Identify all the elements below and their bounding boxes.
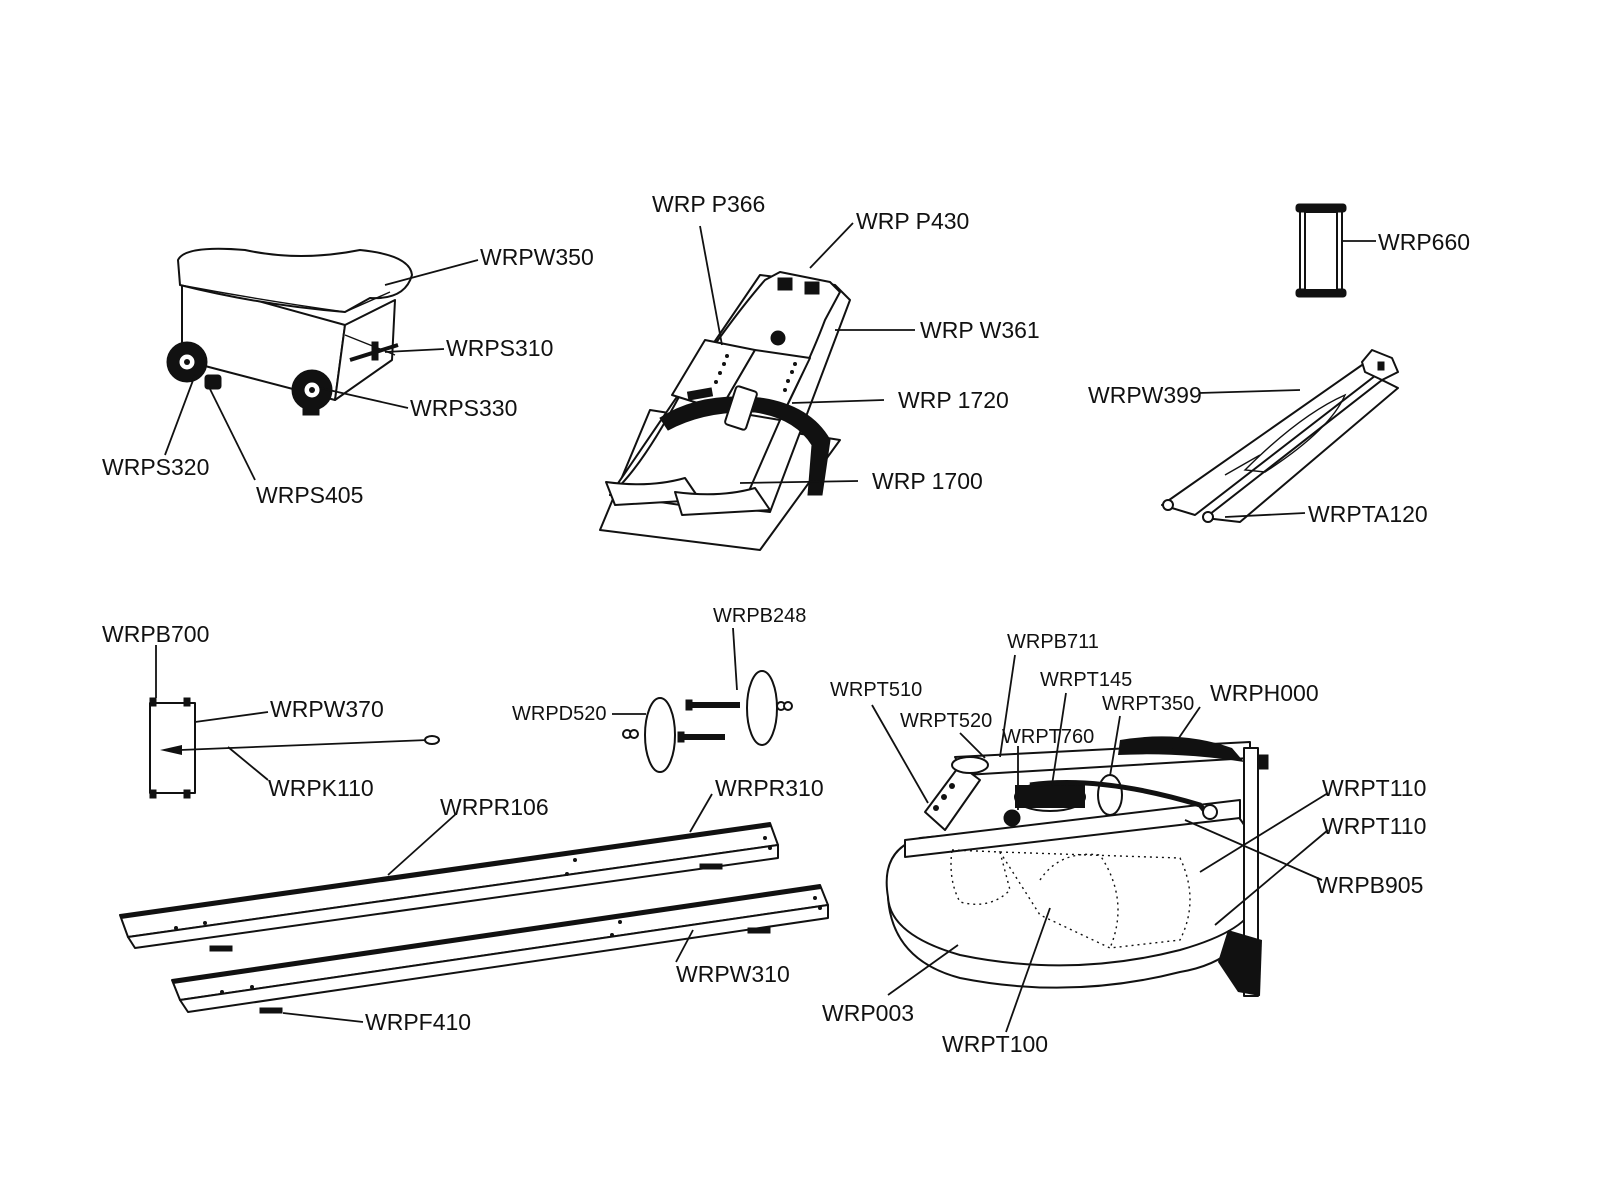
label-wrp-w361: WRP W361 (920, 317, 1040, 343)
wheels-assembly (622, 670, 793, 773)
label-wrp003: WRP003 (822, 1000, 914, 1026)
rails-assembly (119, 822, 829, 1014)
label-wrpd520: WRPD520 (512, 703, 606, 725)
label-wrp660: WRP660 (1378, 229, 1470, 255)
label-wrp-1720: WRP 1720 (898, 387, 1009, 413)
label-wrpb700: WRPB700 (102, 621, 209, 647)
label-wrpt100: WRPT100 (942, 1031, 1048, 1057)
label-wrpt350: WRPT350 (1102, 693, 1194, 715)
label-wrpw350: WRPW350 (480, 244, 594, 270)
tank-assembly (885, 736, 1269, 997)
label-wrps310: WRPS310 (446, 335, 553, 361)
label-wrp-p430: WRP P430 (856, 208, 969, 234)
label-wrpb905: WRPB905 (1316, 872, 1423, 898)
label-wrpf410: WRPF410 (365, 1009, 471, 1035)
label-wrp-p366: WRP P366 (652, 191, 765, 217)
label-wrpt145: WRPT145 (1040, 669, 1132, 691)
label-wrpt110-lower: WRPT110 (1322, 813, 1426, 839)
seat-assembly (166, 247, 413, 416)
part-wrp660-shape (1295, 203, 1347, 298)
label-wrpw370: WRPW370 (270, 696, 384, 722)
label-wrpw310: WRPW310 (676, 961, 790, 987)
label-wrps330: WRPS330 (410, 395, 517, 421)
label-wrpt510: WRPT510 (830, 679, 922, 701)
label-wrpk110: WRPK110 (268, 775, 374, 801)
label-wrpt760: WRPT760 (1002, 726, 1094, 748)
label-wrpr106: WRPR106 (440, 794, 549, 820)
part-labels: WRPW350 WRPS310 WRPS330 WRPS320 WRPS405 … (102, 191, 1470, 1057)
footrest-assembly (599, 271, 851, 551)
label-wrpta120: WRPTA120 (1308, 501, 1428, 527)
seat-frame-assembly (1161, 349, 1399, 523)
label-wrps405: WRPS405 (256, 482, 363, 508)
catch-assembly (149, 697, 440, 799)
label-wrpr310: WRPR310 (715, 775, 824, 801)
label-wrpw399: WRPW399 (1088, 382, 1202, 408)
label-wrps320: WRPS320 (102, 454, 209, 480)
label-wrpt110-upper: WRPT110 (1322, 775, 1426, 801)
label-wrpb248: WRPB248 (713, 605, 806, 627)
label-wrpb711: WRPB711 (1007, 631, 1099, 653)
label-wrph000: WRPH000 (1210, 680, 1319, 706)
leader-lines (155, 222, 1376, 1033)
label-wrp-1700: WRP 1700 (872, 468, 983, 494)
label-wrpt520: WRPT520 (900, 710, 992, 732)
